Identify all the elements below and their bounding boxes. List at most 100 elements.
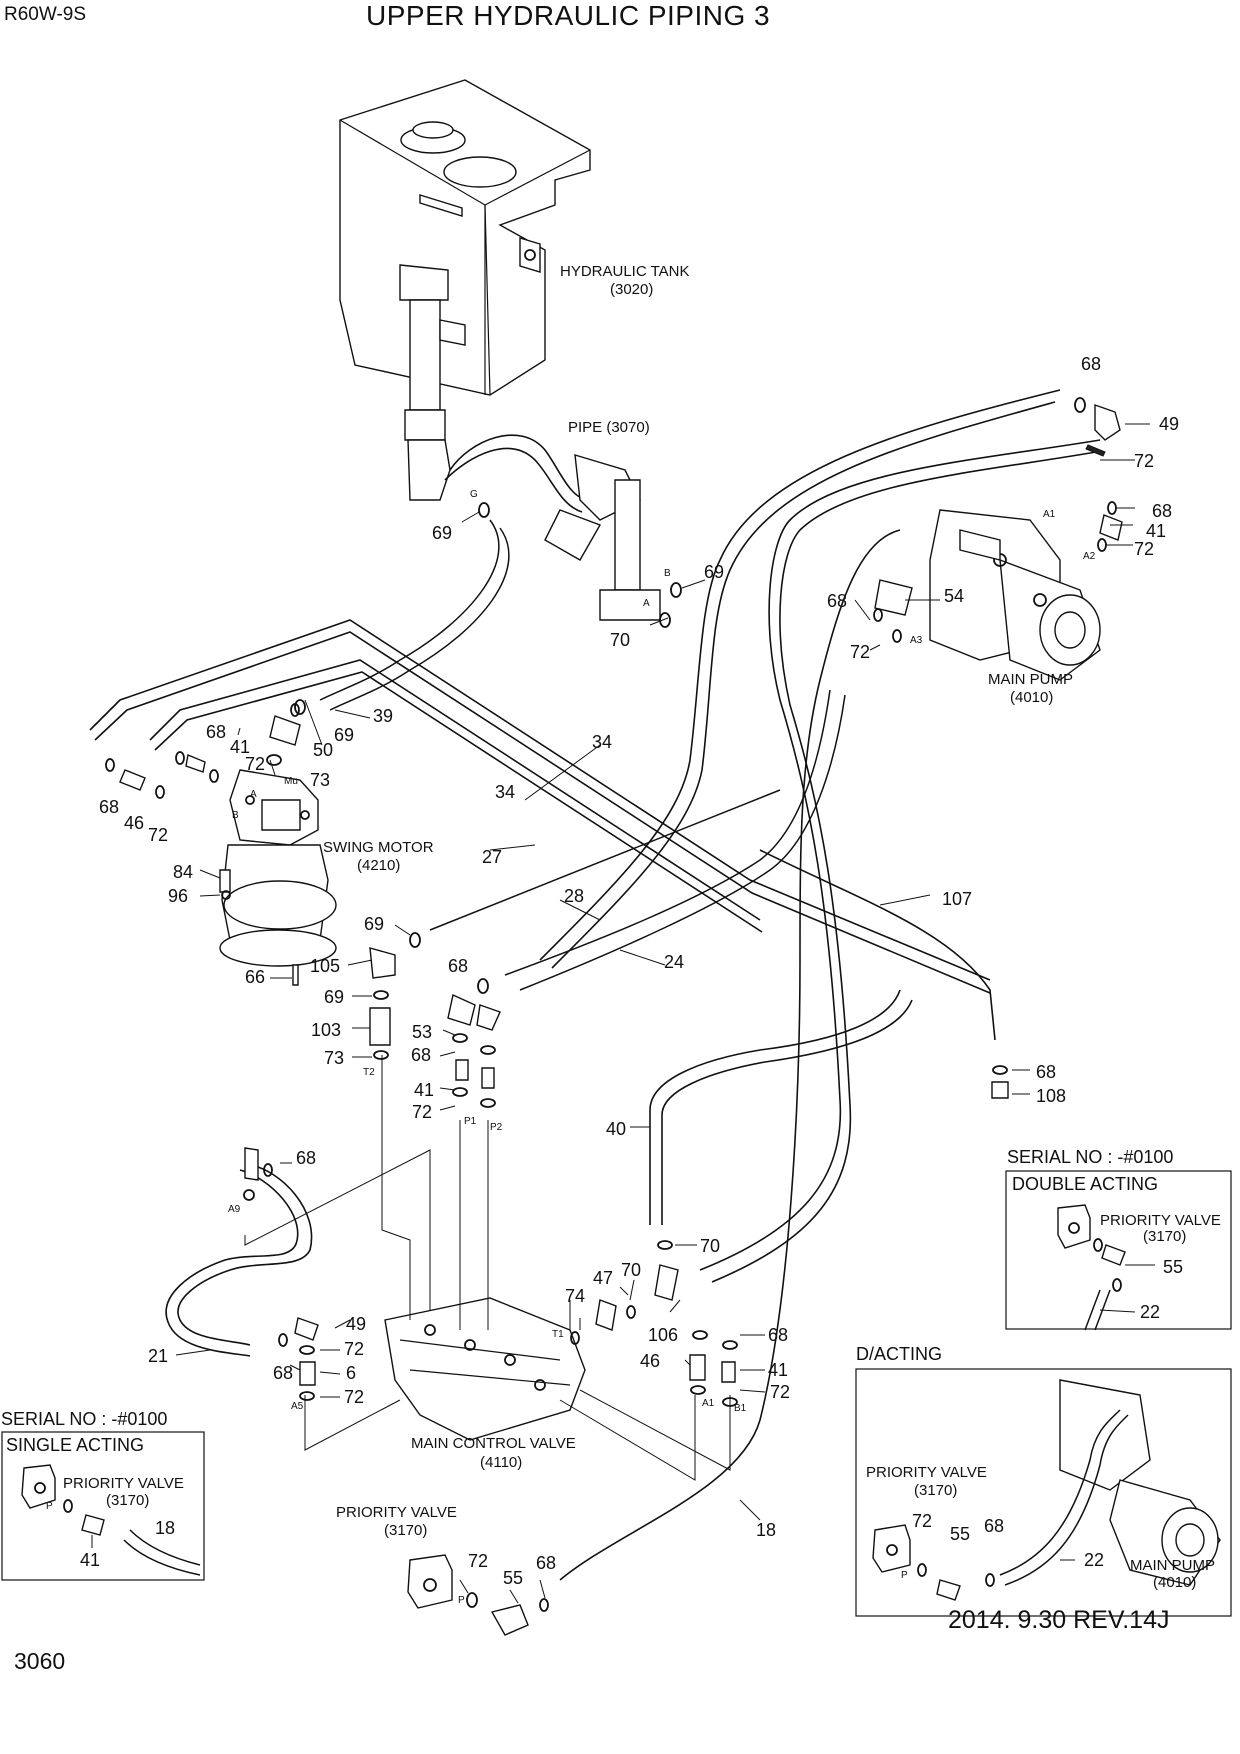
port-label: T2: [363, 1067, 375, 1078]
port-label: B: [664, 568, 671, 579]
single-acting-pv-name: PRIORITY VALVE: [63, 1475, 184, 1492]
swing-motor-code: (4210): [357, 857, 400, 874]
callout: 49: [1159, 414, 1179, 434]
callout: 72: [850, 642, 870, 662]
double-acting-serial: SERIAL NO : -#0100: [1007, 1147, 1173, 1167]
callout: 73: [310, 770, 330, 790]
callout: 68: [296, 1148, 316, 1168]
revision-stamp: 2014. 9.30 REV.14J: [948, 1606, 1170, 1634]
d-acting-frame: [855, 1368, 1232, 1617]
port-label: P: [46, 1501, 53, 1512]
hydraulic-tank: [339, 79, 591, 501]
callout-numbers: 68 49 72 68 41 72 54 68 72 69 69 70 39 6…: [99, 354, 1179, 1588]
d-acting-pump-code: (4010): [1153, 1574, 1196, 1591]
callout: 70: [700, 1236, 720, 1256]
d-acting-pump-name: MAIN PUMP: [1130, 1557, 1215, 1574]
callout: 68: [1152, 501, 1172, 521]
callout: 106: [648, 1325, 678, 1345]
d-acting-pv-name: PRIORITY VALVE: [866, 1464, 987, 1481]
inset-single-acting: SERIAL NO : -#0100 SINGLE ACTING PRIORIT…: [1, 1409, 205, 1581]
callout: 54: [944, 586, 964, 606]
callout: 72: [770, 1382, 790, 1402]
callout: 41: [414, 1080, 434, 1100]
port-label: A: [643, 598, 650, 609]
port-label: A5: [291, 1401, 304, 1412]
port-label: Mu: [284, 776, 298, 787]
d-acting-pv-code: (3170): [914, 1482, 957, 1499]
callout: 68: [1036, 1062, 1056, 1082]
port-label: A1: [1043, 509, 1056, 520]
callout: 68: [206, 722, 226, 742]
swing-motor-name: SWING MOTOR: [323, 839, 434, 856]
callout: 72: [148, 825, 168, 845]
priority-valve-name: PRIORITY VALVE: [336, 1504, 457, 1521]
hydraulic-tank-name: HYDRAULIC TANK: [560, 263, 689, 280]
callout: 50: [313, 740, 333, 760]
port-labels: G B A A1 A2 A3 B A Mu T2 P1 P2 A9 A5 T1 …: [46, 489, 1197, 1606]
callout: 68: [536, 1553, 556, 1573]
priority-valve-bottom-label: PRIORITY VALVE (3170): [336, 1504, 457, 1539]
port-label: T1: [552, 1329, 564, 1340]
port-label: A2: [1083, 551, 1096, 562]
callout: 72: [468, 1551, 488, 1571]
callout: 107: [942, 889, 972, 909]
main-control-valve-label: MAIN CONTROL VALVE (4110): [411, 1435, 576, 1471]
callout: 41: [768, 1360, 788, 1380]
leader-lines: [175, 423, 1150, 1604]
priority-valve-code: (3170): [384, 1522, 427, 1539]
callout: 68: [99, 797, 119, 817]
callout: 70: [610, 630, 630, 650]
port-label: A: [250, 789, 257, 800]
callout: 24: [664, 952, 684, 972]
port-label: P: [901, 1570, 908, 1581]
callout: 103: [311, 1020, 341, 1040]
callout: 72: [412, 1102, 432, 1122]
port-label: G: [470, 489, 478, 500]
callout: 72: [1134, 451, 1154, 471]
inset-d-acting: D/ACTING PRIORITY VALVE (3170) MAIN PUMP…: [855, 1344, 1232, 1617]
page-number: 3060: [14, 1648, 66, 1674]
d-acting-callout: 55: [950, 1524, 970, 1544]
callout: 46: [640, 1351, 660, 1371]
single-acting-callout: 18: [155, 1518, 175, 1538]
callout: 68: [273, 1363, 293, 1383]
single-acting-title: SINGLE ACTING: [6, 1435, 144, 1455]
hydraulic-tank-code: (3020): [610, 281, 653, 298]
callout: 108: [1036, 1086, 1066, 1106]
double-acting-callout: 55: [1163, 1257, 1183, 1277]
swing-motor: [219, 769, 337, 967]
main-control-valve: [384, 1297, 586, 1441]
callout: 55: [503, 1568, 523, 1588]
port-label: A3: [910, 635, 923, 646]
callout: 68: [1081, 354, 1101, 374]
mcv-code: (4110): [480, 1454, 522, 1471]
callout: 69: [334, 725, 354, 745]
callout: 74: [565, 1286, 585, 1306]
callout: 69: [324, 987, 344, 1007]
inset-double-acting: SERIAL NO : -#0100 DOUBLE ACTING PRIORIT…: [1005, 1147, 1232, 1331]
callout: 6: [346, 1363, 356, 1383]
callout: 41: [230, 737, 250, 757]
callout: 68: [768, 1325, 788, 1345]
main-pump-label: MAIN PUMP (4010): [988, 671, 1073, 706]
page-title: UPPER HYDRAULIC PIPING 3: [366, 0, 771, 31]
callout: 72: [1134, 539, 1154, 559]
port-label: P2: [490, 1122, 503, 1133]
callout: 39: [373, 706, 393, 726]
main-pump-code: (4010): [1010, 689, 1053, 706]
callout: 28: [564, 886, 584, 906]
callout: 68: [411, 1045, 431, 1065]
callout: 68: [448, 956, 468, 976]
callout: 69: [704, 562, 724, 582]
mcv-name: MAIN CONTROL VALVE: [411, 1435, 576, 1452]
callout: 68: [827, 591, 847, 611]
callout: 46: [124, 813, 144, 833]
model-code: R60W-9S: [4, 4, 87, 25]
single-acting-pv-code: (3170): [106, 1492, 149, 1509]
hose-runs: [89, 389, 1101, 1581]
callout: 49: [346, 1314, 366, 1334]
callout: 72: [344, 1339, 364, 1359]
callout: 47: [593, 1268, 613, 1288]
callout: 72: [245, 754, 265, 774]
callout: 41: [1146, 521, 1166, 541]
